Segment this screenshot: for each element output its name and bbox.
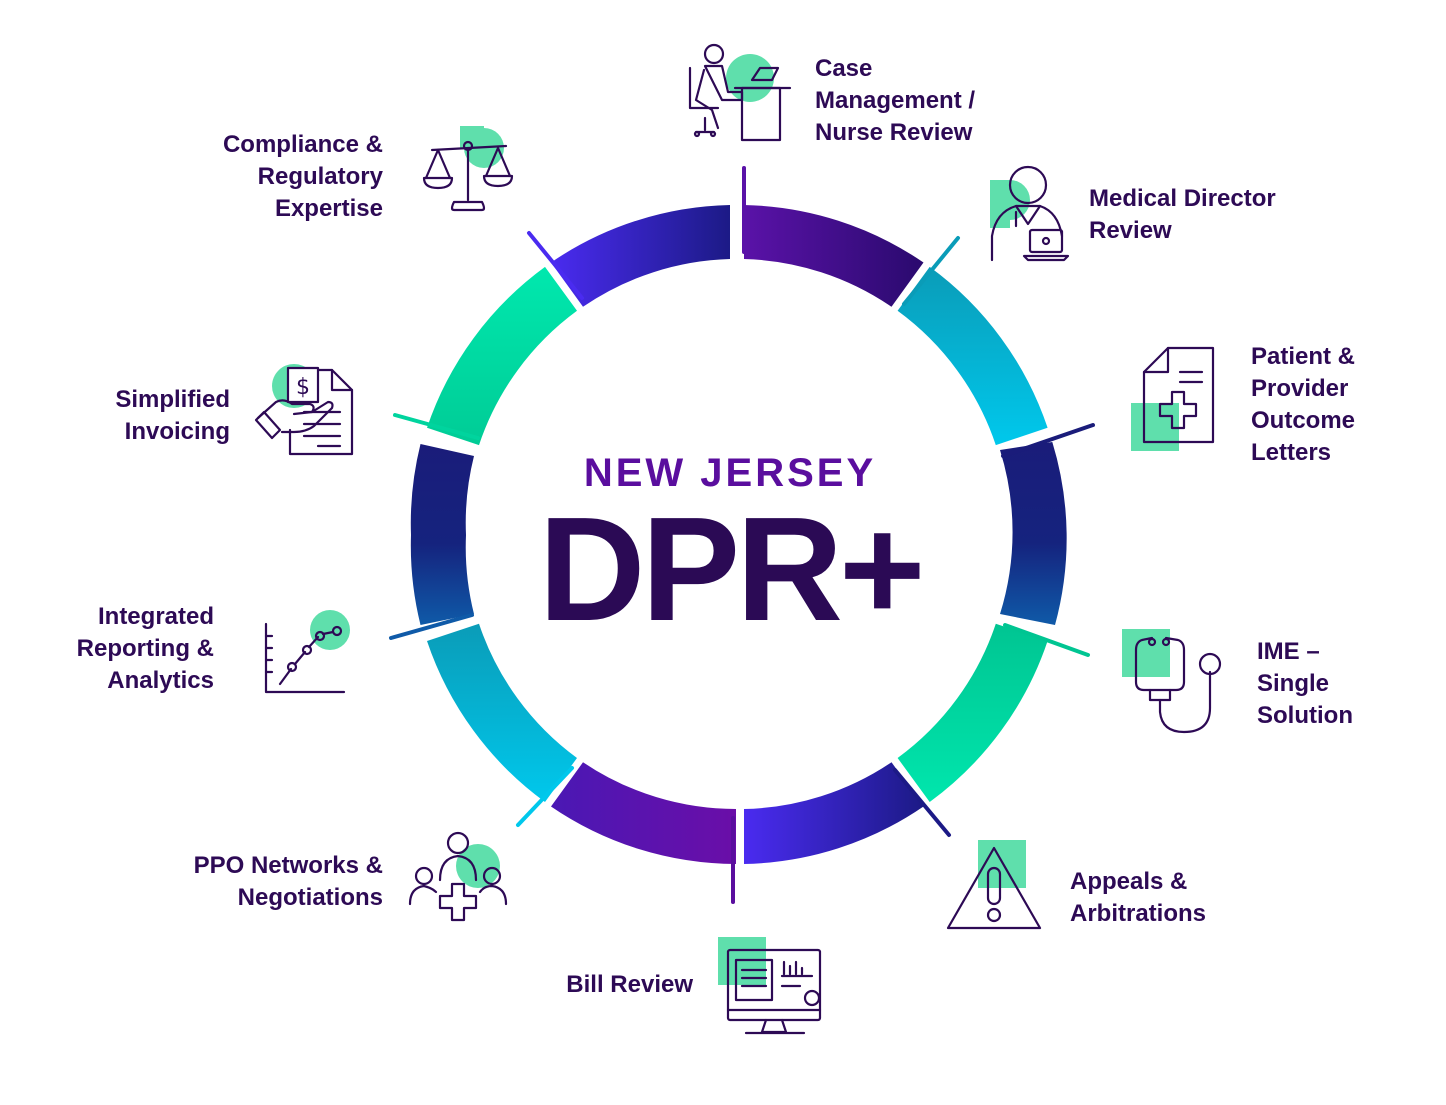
label-line: Bill Review bbox=[566, 971, 693, 998]
label-line: Appeals & bbox=[1070, 868, 1188, 895]
label-line: Medical Director bbox=[1089, 185, 1276, 212]
connector-compliance bbox=[527, 231, 584, 300]
label-line: PPO Networks & bbox=[193, 852, 383, 879]
connector-patient-letters bbox=[1001, 423, 1095, 458]
label-appeals: Appeals & Arbitrations bbox=[1070, 866, 1206, 930]
connector-reporting bbox=[389, 613, 474, 640]
network-cross-icon bbox=[408, 831, 508, 922]
ring-segment-medical-director bbox=[897, 266, 1048, 446]
connector-lines bbox=[389, 166, 1095, 904]
label-ime: IME – Single Solution bbox=[1257, 636, 1353, 732]
connector-appeals bbox=[893, 768, 951, 837]
label-line: Compliance & bbox=[222, 131, 383, 158]
label-line: Review bbox=[1089, 217, 1172, 244]
label-patient-letters: Patient & Provider Outcome Letters bbox=[1251, 341, 1355, 469]
ring-segment-ppo bbox=[427, 623, 577, 802]
label-invoicing: Simplified Invoicing bbox=[115, 384, 230, 448]
connector-ppo bbox=[516, 766, 574, 827]
scales-icon bbox=[422, 126, 514, 212]
ring-segment-compliance bbox=[551, 205, 730, 307]
label-case-management: Case Management / Nurse Review bbox=[815, 53, 975, 149]
ring-segment-ime bbox=[897, 623, 1048, 802]
line-chart-icon bbox=[264, 610, 350, 694]
label-reporting: Integrated Reporting & Analytics bbox=[77, 601, 214, 697]
label-line: Integrated bbox=[97, 603, 214, 630]
label-line: IME – bbox=[1257, 638, 1320, 665]
ring-segment-appeals bbox=[744, 762, 924, 864]
ring-segment-patient-letters bbox=[1000, 442, 1067, 625]
label-line: Case bbox=[815, 55, 873, 82]
medical-document-icon bbox=[1131, 346, 1215, 451]
connector-medical-director bbox=[902, 236, 960, 306]
connector-invoicing bbox=[393, 413, 480, 440]
label-line: Solution bbox=[1257, 702, 1353, 729]
label-line: Single bbox=[1257, 670, 1330, 697]
label-line: Letters bbox=[1251, 439, 1332, 466]
label-line: Expertise bbox=[274, 195, 383, 222]
label-line: Nurse Review bbox=[815, 119, 973, 146]
center-kicker: NEW JERSEY bbox=[583, 451, 877, 495]
connector-ime bbox=[1003, 623, 1090, 657]
stethoscope-icon bbox=[1122, 629, 1222, 734]
ring-segment-reporting bbox=[410, 444, 474, 625]
computer-monitor-icon bbox=[718, 937, 822, 1035]
warning-triangle-icon bbox=[946, 840, 1042, 930]
label-line: Arbitrations bbox=[1070, 900, 1207, 927]
invoice-hand-icon: $ bbox=[254, 364, 354, 456]
label-line: Reporting & bbox=[76, 635, 214, 662]
ring-segment-invoicing bbox=[427, 266, 577, 446]
label-medical-director: Medical Director Review bbox=[1089, 183, 1276, 247]
label-line: Invoicing bbox=[124, 418, 230, 445]
label-line: Regulatory bbox=[257, 163, 383, 190]
label-line: Analytics bbox=[107, 667, 214, 694]
label-line: Management / bbox=[815, 87, 976, 114]
doctor-laptop-icon bbox=[990, 165, 1070, 262]
label-line: Simplified bbox=[115, 386, 230, 413]
center-title: DPR+ bbox=[538, 487, 926, 652]
label-compliance: Compliance & Regulatory Expertise bbox=[223, 129, 383, 225]
ring-segment-bill-review bbox=[551, 762, 736, 864]
desk-worker-icon bbox=[688, 43, 792, 142]
service-ring bbox=[410, 205, 1067, 864]
ring-segment-case-management bbox=[744, 205, 924, 307]
svg-text:$: $ bbox=[296, 375, 310, 400]
label-ppo: PPO Networks & Negotiations bbox=[194, 850, 383, 914]
label-line: Patient & bbox=[1251, 343, 1356, 370]
label-line: Provider bbox=[1251, 375, 1349, 402]
label-bill-review: Bill Review bbox=[566, 969, 693, 1001]
label-line: Outcome bbox=[1251, 407, 1356, 434]
label-line: Negotiations bbox=[237, 884, 383, 911]
